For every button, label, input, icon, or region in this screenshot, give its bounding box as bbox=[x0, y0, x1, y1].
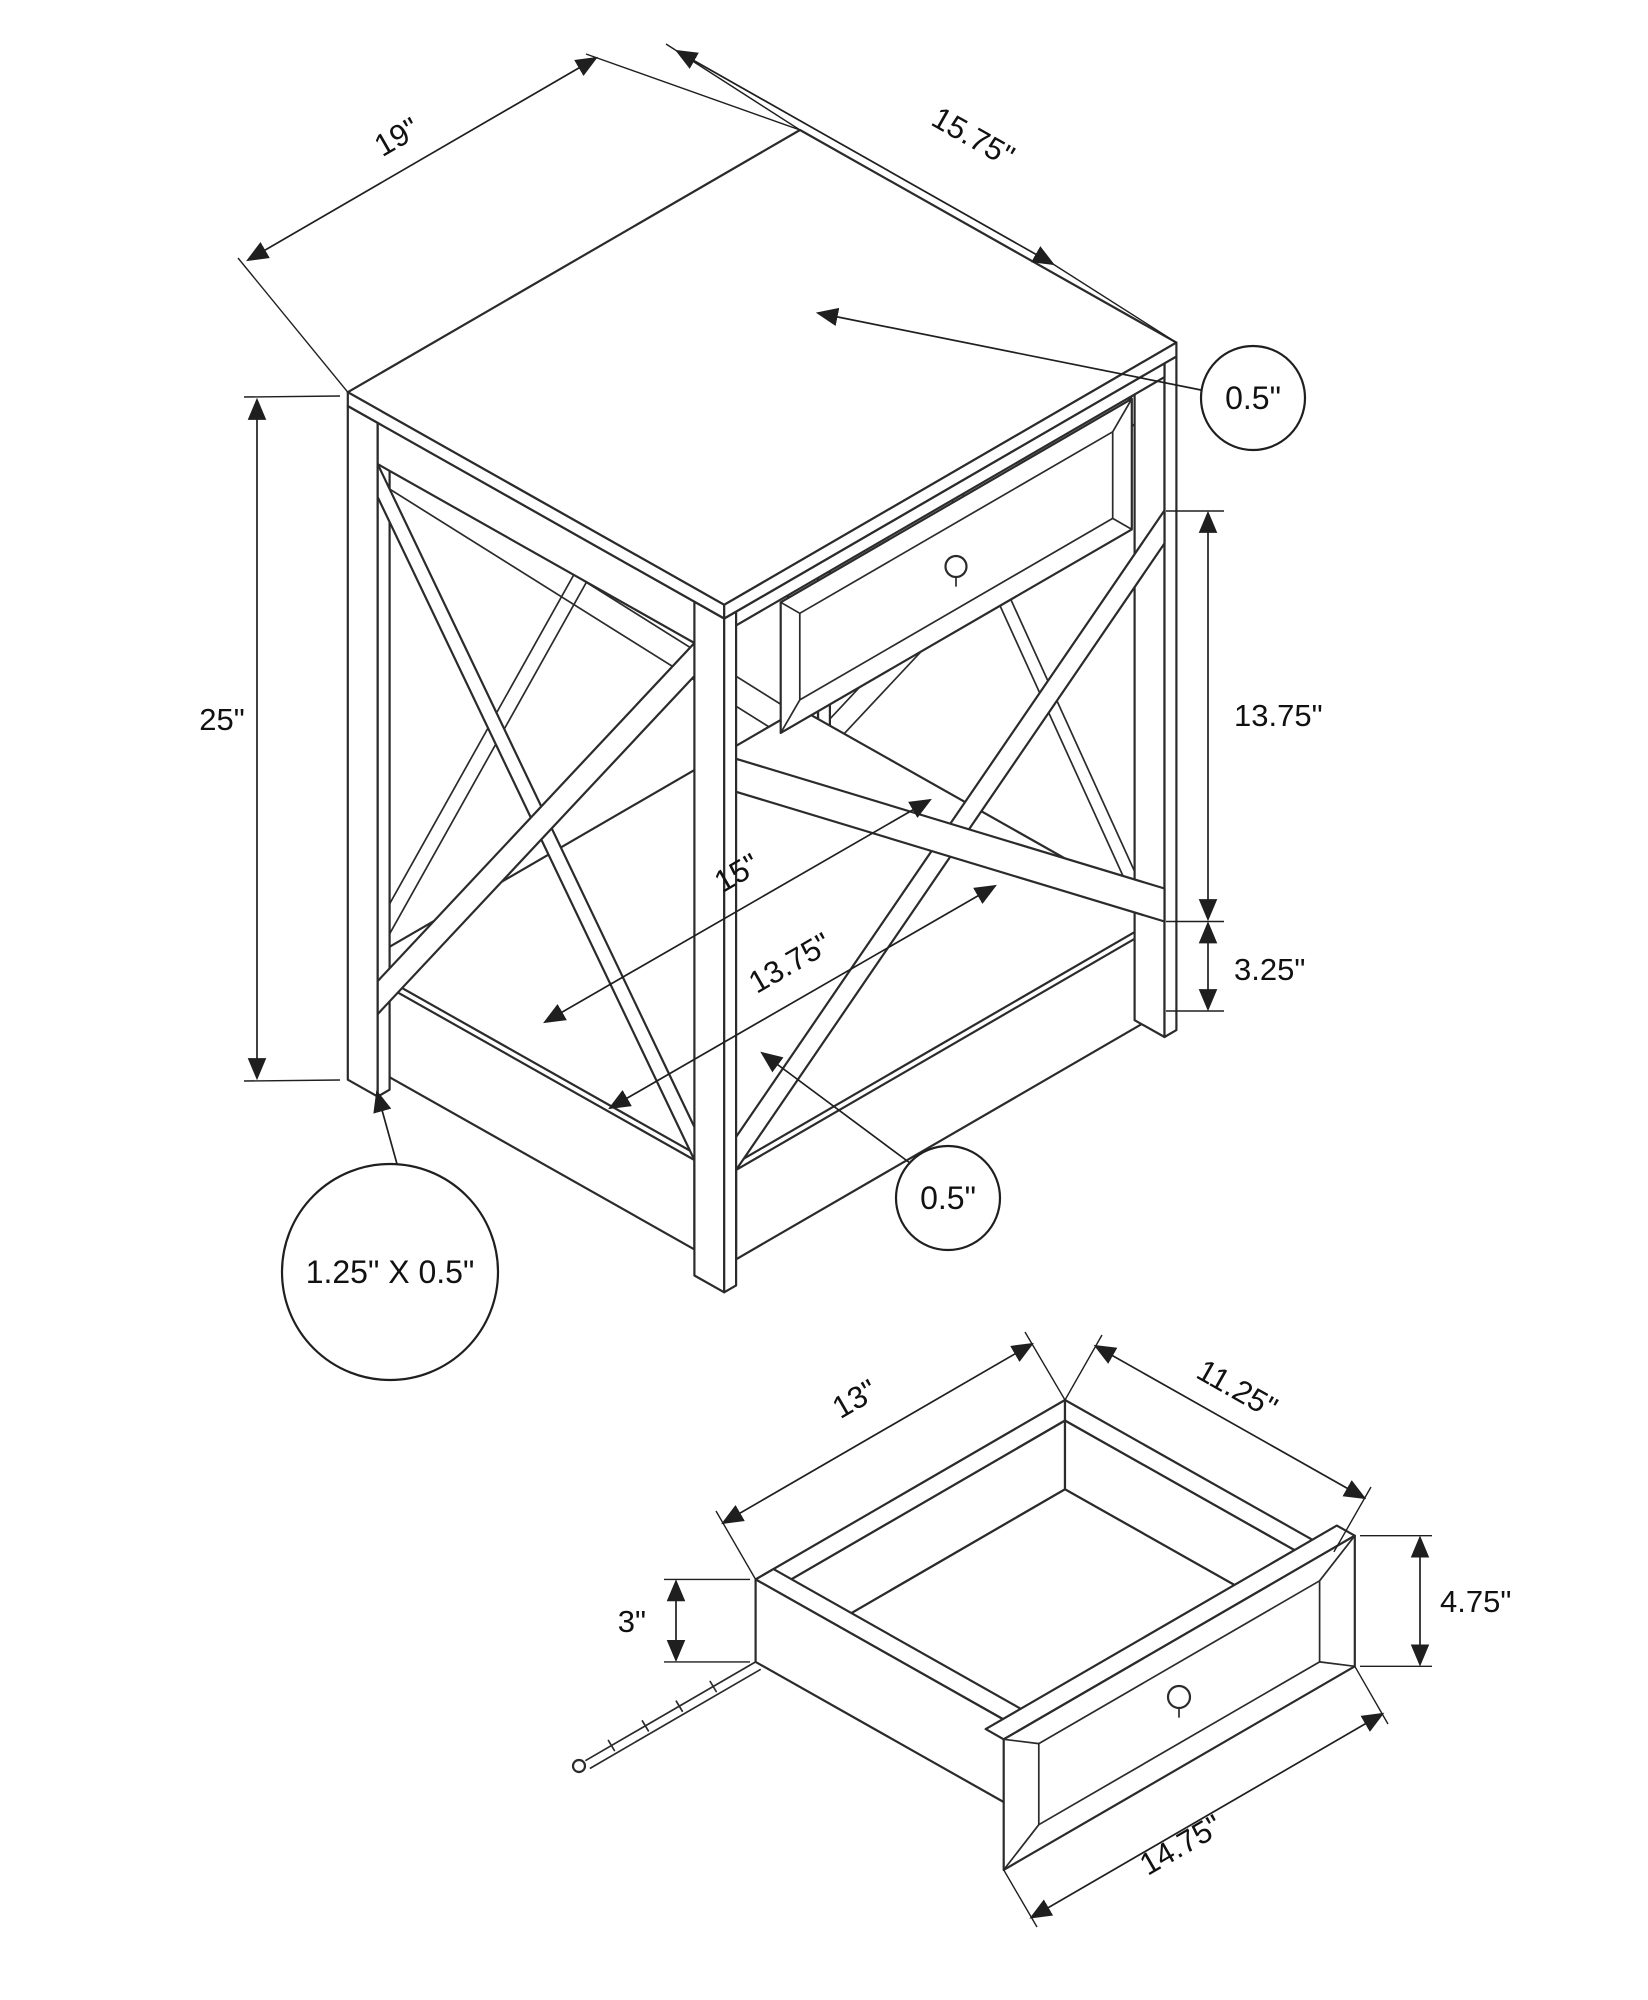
dim-label-top-thickness: 0.5" bbox=[1225, 380, 1281, 416]
drawer-view bbox=[571, 1398, 1356, 1871]
leader-line bbox=[760, 1051, 911, 1164]
dim-drawer-side-height: 3" bbox=[618, 1578, 750, 1663]
drawer-glide-rail bbox=[571, 1661, 761, 1774]
glide-rail-line bbox=[585, 1661, 757, 1762]
dim-label-top-width: 15.75" bbox=[926, 100, 1020, 174]
main-view bbox=[346, 128, 1178, 1294]
drawer-bevel-corner bbox=[1111, 517, 1133, 531]
panel-bevel-corner bbox=[1318, 1661, 1356, 1668]
glide-rail-line bbox=[589, 1668, 761, 1769]
dimension-line bbox=[675, 49, 1055, 266]
extension-line bbox=[1041, 256, 1177, 344]
extension-line bbox=[585, 53, 801, 131]
dim-label-shelf-thickness: 0.5" bbox=[920, 1180, 976, 1216]
tabletop-edge-right bbox=[723, 341, 1178, 620]
drawer-bevel-corner bbox=[779, 601, 801, 615]
dim-label-apron-to-shelf: 13.75" bbox=[1234, 698, 1323, 733]
drawer-detail-knob bbox=[1166, 1684, 1192, 1710]
extension-line bbox=[237, 257, 349, 393]
callout-circle bbox=[1199, 344, 1307, 452]
dim-label-drawer-front-height: 4.75" bbox=[1440, 1584, 1511, 1619]
dim-drawer-front-height: 4.75" bbox=[1360, 1534, 1511, 1668]
extension-line bbox=[1024, 1331, 1066, 1401]
leg-right-face-outer bbox=[1163, 355, 1178, 1039]
leg-left bbox=[346, 404, 391, 1098]
leg-right bbox=[1133, 345, 1178, 1039]
extension-line bbox=[1064, 1334, 1103, 1401]
extension-line bbox=[1003, 1869, 1038, 1928]
leader-line bbox=[373, 1089, 398, 1165]
glide-rail-tick bbox=[675, 1700, 684, 1713]
leg-front-face-left bbox=[693, 600, 726, 1294]
dim-label-leg-section: 1.25" X 0.5" bbox=[306, 1254, 475, 1290]
glide-rail-tick bbox=[641, 1720, 650, 1732]
dimension-line bbox=[608, 884, 997, 1110]
callout-shelf-thickness: 0.5" bbox=[760, 1051, 1002, 1252]
callout-circle bbox=[894, 1144, 1002, 1252]
x-brace-left-bar bbox=[376, 641, 696, 1016]
glide-rail-tick bbox=[709, 1680, 718, 1693]
dim-label-drawer-inner-width: 13" bbox=[826, 1372, 883, 1425]
dim-label-drawer-inner-depth: 11.25" bbox=[1191, 1352, 1283, 1425]
dimension-line bbox=[1093, 1344, 1367, 1500]
dimension-line bbox=[246, 56, 598, 262]
panel-bevel-corner bbox=[1318, 1534, 1356, 1582]
drawer-front bbox=[779, 397, 1133, 734]
leg-right-face-inner bbox=[1133, 345, 1166, 1039]
dimension-line bbox=[721, 1342, 1034, 1525]
dim-label-drawer-side-height: 3" bbox=[618, 1604, 646, 1639]
callout-circle bbox=[280, 1162, 500, 1382]
glide-rail-tick bbox=[607, 1739, 616, 1752]
drawer-bevel-corner bbox=[1111, 397, 1133, 433]
dim-label-top-depth: 19" bbox=[368, 110, 425, 163]
leg-front bbox=[693, 600, 738, 1294]
leg-front-face-right bbox=[723, 610, 738, 1294]
dim-label-overall-height: 25" bbox=[199, 702, 245, 737]
dim-shelf-apron-height: 3.25" bbox=[1166, 921, 1305, 1012]
dim-overall-height: 25" bbox=[199, 395, 341, 1082]
leg-left-face-front bbox=[346, 404, 379, 1098]
dim-apron-to-shelf: 13.75" bbox=[1166, 510, 1323, 923]
extension-line bbox=[243, 1079, 341, 1082]
dim-label-drawer-front-width: 14.75" bbox=[1134, 1808, 1228, 1883]
extension-line bbox=[715, 1510, 757, 1580]
dim-label-shelf-apron-height: 3.25" bbox=[1234, 952, 1305, 987]
leader-line bbox=[815, 307, 1202, 391]
drawer-bevel-corner bbox=[779, 699, 801, 734]
glide-roller bbox=[571, 1758, 587, 1774]
extension-line bbox=[1354, 1665, 1389, 1725]
callout-top-thickness: 0.5" bbox=[815, 307, 1307, 452]
extension-line bbox=[243, 395, 341, 398]
callout-leg-section: 1.25" X 0.5" bbox=[280, 1089, 500, 1382]
dimension-line bbox=[1029, 1712, 1385, 1919]
drawer-knob bbox=[944, 554, 968, 579]
